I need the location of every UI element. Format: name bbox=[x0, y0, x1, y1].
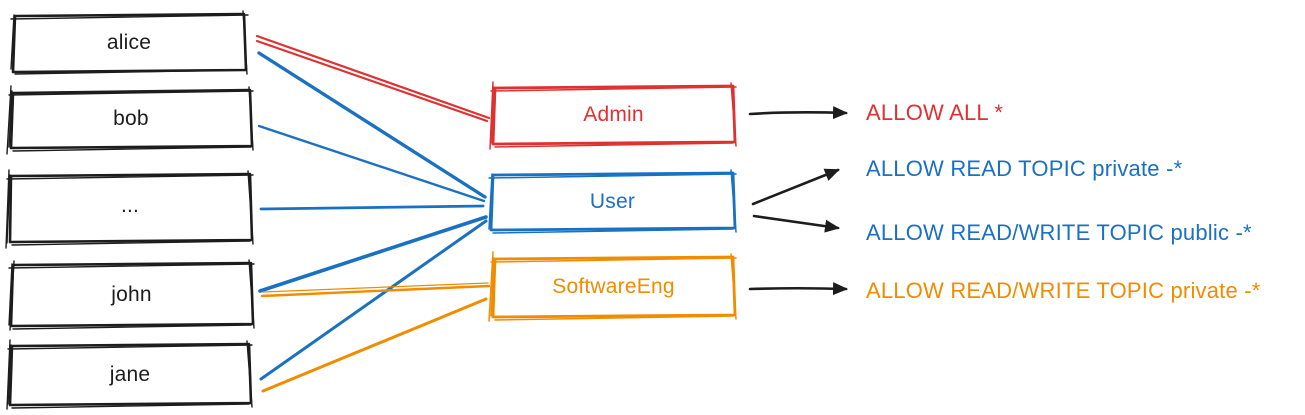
edge-john-softwareeng bbox=[260, 284, 491, 298]
edge-alice-user bbox=[257, 51, 487, 199]
edge-alice-admin bbox=[255, 34, 491, 120]
user-label-bob: bob bbox=[113, 107, 149, 130]
edge-jane-softwareeng bbox=[261, 297, 488, 393]
edge-ellipsis-user bbox=[259, 204, 485, 211]
arrow-admin-allow-all bbox=[748, 106, 848, 120]
role-box-user bbox=[488, 169, 737, 234]
user-box-alice bbox=[10, 10, 249, 75]
permission-arrows bbox=[748, 106, 848, 296]
user-label-alice: alice bbox=[106, 31, 152, 54]
user-boxes bbox=[5, 10, 255, 410]
role-box-softwareeng bbox=[488, 251, 737, 322]
permission-allow-read-topic-private: ALLOW READ TOPIC private -* bbox=[866, 156, 1183, 181]
arrow-user-allow-read-private bbox=[751, 168, 840, 206]
user-label-jane: jane bbox=[109, 362, 151, 386]
permission-allow-rw-topic-private: ALLOW READ/WRITE TOPIC private -* bbox=[866, 278, 1261, 303]
user-box-john bbox=[8, 259, 255, 331]
role-label-user: User bbox=[589, 189, 636, 213]
user-label-ellipsis: ... bbox=[120, 194, 140, 217]
role-label-softwareeng: SoftwareEng bbox=[552, 275, 675, 298]
arrow-user-allow-rw-public bbox=[752, 214, 840, 233]
role-box-admin bbox=[489, 81, 737, 150]
user-box-jane bbox=[6, 339, 253, 410]
edge-alice-admin-2 bbox=[255, 39, 489, 123]
edge-john-softwareeng-2 bbox=[262, 282, 489, 293]
user-box-ellipsis bbox=[5, 169, 254, 249]
user-label-john: john bbox=[111, 282, 152, 306]
edge-jane-user bbox=[259, 219, 488, 381]
permission-allow-all: ALLOW ALL * bbox=[866, 100, 1004, 125]
role-boxes bbox=[488, 81, 737, 322]
edge-john-user bbox=[258, 215, 488, 293]
membership-edges bbox=[255, 34, 491, 393]
permission-allow-rw-topic-public: ALLOW READ/WRITE TOPIC public -* bbox=[866, 220, 1252, 245]
edge-bob-user bbox=[257, 124, 486, 203]
user-box-bob bbox=[6, 85, 254, 155]
arrow-softwareeng-allow-rw-private bbox=[748, 282, 848, 296]
role-label-admin: Admin bbox=[583, 103, 644, 126]
